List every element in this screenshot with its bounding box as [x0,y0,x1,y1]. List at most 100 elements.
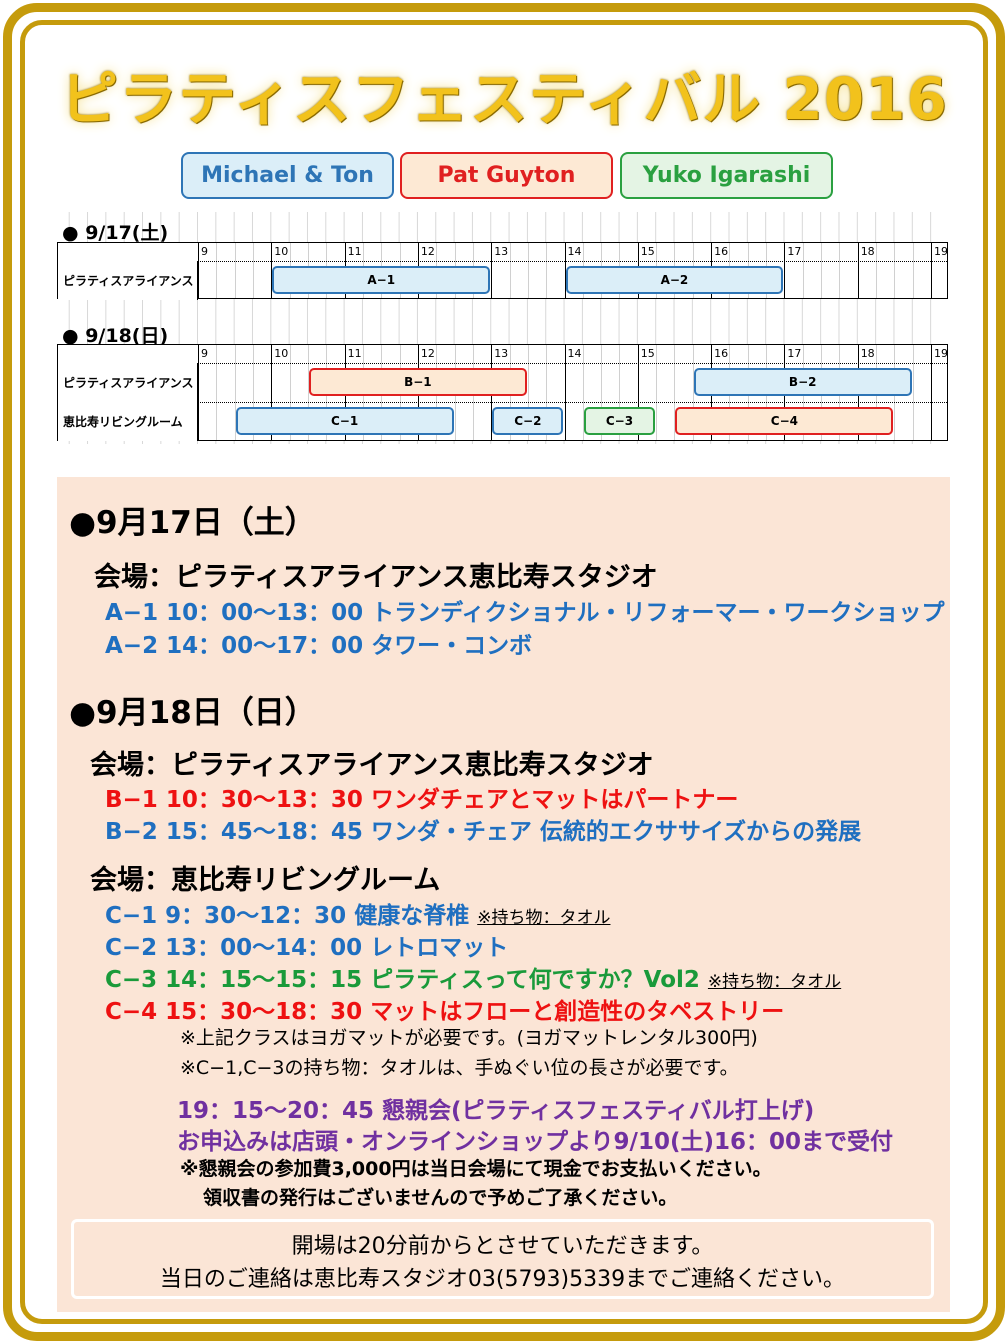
inner-frame [20,20,988,1324]
grid-line [198,345,199,440]
hour-label: 16 [714,245,729,258]
hour-label: 19 [934,245,948,258]
class-b2: B−2 15：45～18：45 ワンダ・チェア 伝統的エクササイズからの発展 [105,819,862,845]
page-title: ピラティスフェスティバル 2016 [60,65,948,133]
hour-label: 12 [420,245,435,258]
grid-line [876,243,878,298]
hour-label: 18 [860,245,875,258]
grid-line [857,243,859,298]
session-bar[interactable]: C−3 [583,407,656,435]
class-c2: C−2 13：00～14：00 レトロマット [105,935,509,961]
day1-label: ● 9/17(土) [62,222,169,244]
hour-label: 17 [787,347,802,360]
grid-line [802,243,804,298]
class-c1-text: C−1 9：30～12：30 健康な脊椎 [105,903,470,929]
venue-label: ピラティスアライアンス [58,261,198,300]
grid-line [931,345,932,440]
class-c1: C−1 9：30～12：30 健康な脊椎 ※持ち物：タオル [105,896,610,930]
hour-label: 10 [274,245,289,258]
hour-label: 11 [347,347,362,360]
grid-line [527,345,529,440]
session-bar[interactable]: C−2 [492,407,564,435]
grid-line [784,243,786,298]
hour-label: 13 [494,347,509,360]
day2-label: ● 9/18(日) [62,325,169,347]
grid-line [894,243,896,298]
grid-line [509,243,511,298]
hour-label: 13 [494,245,509,258]
grid-line [307,345,309,440]
class-b1: B−1 10：30～13：30 ワンダチェアとマットはパートナー [105,787,739,813]
grid-line [656,345,658,440]
grid-line [637,345,639,440]
grid-line [912,345,914,440]
hour-label: 15 [640,347,655,360]
grid-line [252,345,254,440]
venue2: 会場：ピラティスアライアンス恵比寿スタジオ [90,750,654,781]
note-yoga-mat: ※上記クラスはヨガマットが必要です。(ヨガマットレンタル300円) [180,1027,758,1049]
session-bar[interactable]: C−1 [235,407,454,435]
session-bar[interactable]: C−4 [675,407,894,435]
class-c3-text: C−3 14：15～15：15 ピラティスって何ですか？Vol2 [105,967,700,993]
hour-label: 9 [201,245,208,258]
session-bar[interactable]: B−1 [308,368,527,396]
grid-line [619,345,621,440]
legend-pat-guyton: Pat Guyton [400,152,613,199]
day1-heading: ●9月17日（土） [69,505,316,541]
header-divider [58,261,947,262]
footer-box: 開場は20分前からとさせていただきます。 当日のご連絡は恵比寿スタジオ03(57… [71,1219,934,1299]
party-time: 19：15～20：45 懇親会(ピラティスフェスティバル打上げ) [177,1098,815,1124]
grid-line [582,345,584,440]
session-bar[interactable]: A−2 [565,266,784,294]
row-divider [58,402,947,403]
grid-line [839,243,841,298]
footer-line2: 当日のご連絡は恵比寿スタジオ03(5793)5339までご連絡ください。 [159,1267,846,1292]
grid-line [252,243,254,298]
class-c3-note: ※持ち物：タオル [707,972,842,992]
party-apply: お申込みは店頭・オンラインショップより9/10(土)16：00まで受付 [177,1129,893,1155]
grid-line [289,345,291,440]
hour-label: 18 [860,347,875,360]
grid-line [821,243,823,298]
grid-line [234,345,236,440]
grid-line [546,345,548,440]
hour-label: 14 [567,245,582,258]
class-c1-note: ※持ち物：タオル [477,908,611,928]
hour-label: 15 [640,245,655,258]
grid-line [271,243,273,298]
grid-line [692,345,694,440]
note-towel: ※C−1,C−3の持ち物：タオルは、手ぬぐい位の長さが必要です。 [180,1057,739,1079]
hour-label: 10 [274,347,289,360]
party-receipt: 領収書の発行はございませんので予めご了承ください。 [203,1187,678,1209]
session-bar[interactable]: A−1 [272,266,491,294]
hour-label: 9 [201,347,208,360]
hour-label: 16 [714,347,729,360]
grid-line [198,243,199,298]
grid-line [674,345,676,440]
venue-label: 恵比寿リビングルーム [58,402,198,441]
class-a1: A−1 10：00～13：00 トランディクショナル・リフォーマー・ワークショッ… [105,600,945,626]
party-fee: ※懇親会の参加費3,000円は当日会場にて現金でお支払いください。 [180,1158,772,1180]
hour-label: 12 [420,347,435,360]
venue1: 会場：ピラティスアライアンス恵比寿スタジオ [94,562,658,593]
session-bar[interactable]: B−2 [693,368,912,396]
footer-line1: 開場は20分前からとさせていただきます。 [291,1234,714,1259]
grid-line [912,243,914,298]
day2-heading: ●9月18日（日） [69,695,316,731]
grid-line [234,243,236,298]
grid-line [564,345,566,440]
header-divider [58,363,947,364]
hour-label: 19 [934,347,948,360]
legend-michael-ton: Michael & Ton [181,152,394,199]
class-c4: C−4 15：30～18：30 マットはフローと創造性のタペストリー [105,999,785,1025]
grid-line [216,243,218,298]
legend-yuko-igarashi: Yuko Igarashi [620,152,833,199]
venue-label: ピラティスアライアンス [58,363,198,402]
grid-line [216,345,218,440]
class-a2: A−2 14：00～17：00 タワー・コンボ [105,633,533,659]
grid-line [601,345,603,440]
outer-frame [3,3,1005,1341]
hour-label: 17 [787,245,802,258]
class-c3: C−3 14：15～15：15 ピラティスって何ですか？Vol2 ※持ち物：タオ… [105,960,841,994]
